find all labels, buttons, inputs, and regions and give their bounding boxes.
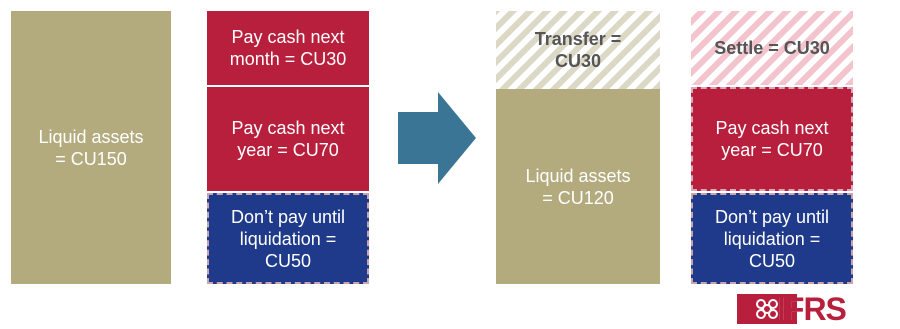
liquid-assets-after-box: Liquid assets = CU120 bbox=[496, 89, 660, 284]
ifrs-logo-icon bbox=[737, 294, 797, 324]
right-arrow-icon bbox=[398, 92, 476, 184]
liquidation-before-box: Don’t pay until liquidation = CU50 bbox=[207, 193, 369, 284]
ifrs-logo-text: IFRS bbox=[777, 291, 847, 327]
pay-next-year-after-box: Pay cash next year = CU70 bbox=[691, 87, 853, 191]
pay-next-month-box: Pay cash next month = CU30 bbox=[207, 11, 369, 85]
pay-next-year-before-box: Pay cash next year = CU70 bbox=[207, 87, 369, 191]
settle-box: Settle = CU30 bbox=[691, 11, 853, 85]
liquidation-after-box: Don’t pay until liquidation = CU50 bbox=[691, 193, 853, 284]
ifrs-logo: IFRS bbox=[737, 292, 897, 326]
transfer-box: Transfer = CU30 bbox=[496, 11, 660, 89]
liquid-assets-before-box: Liquid assets = CU150 bbox=[11, 11, 171, 284]
